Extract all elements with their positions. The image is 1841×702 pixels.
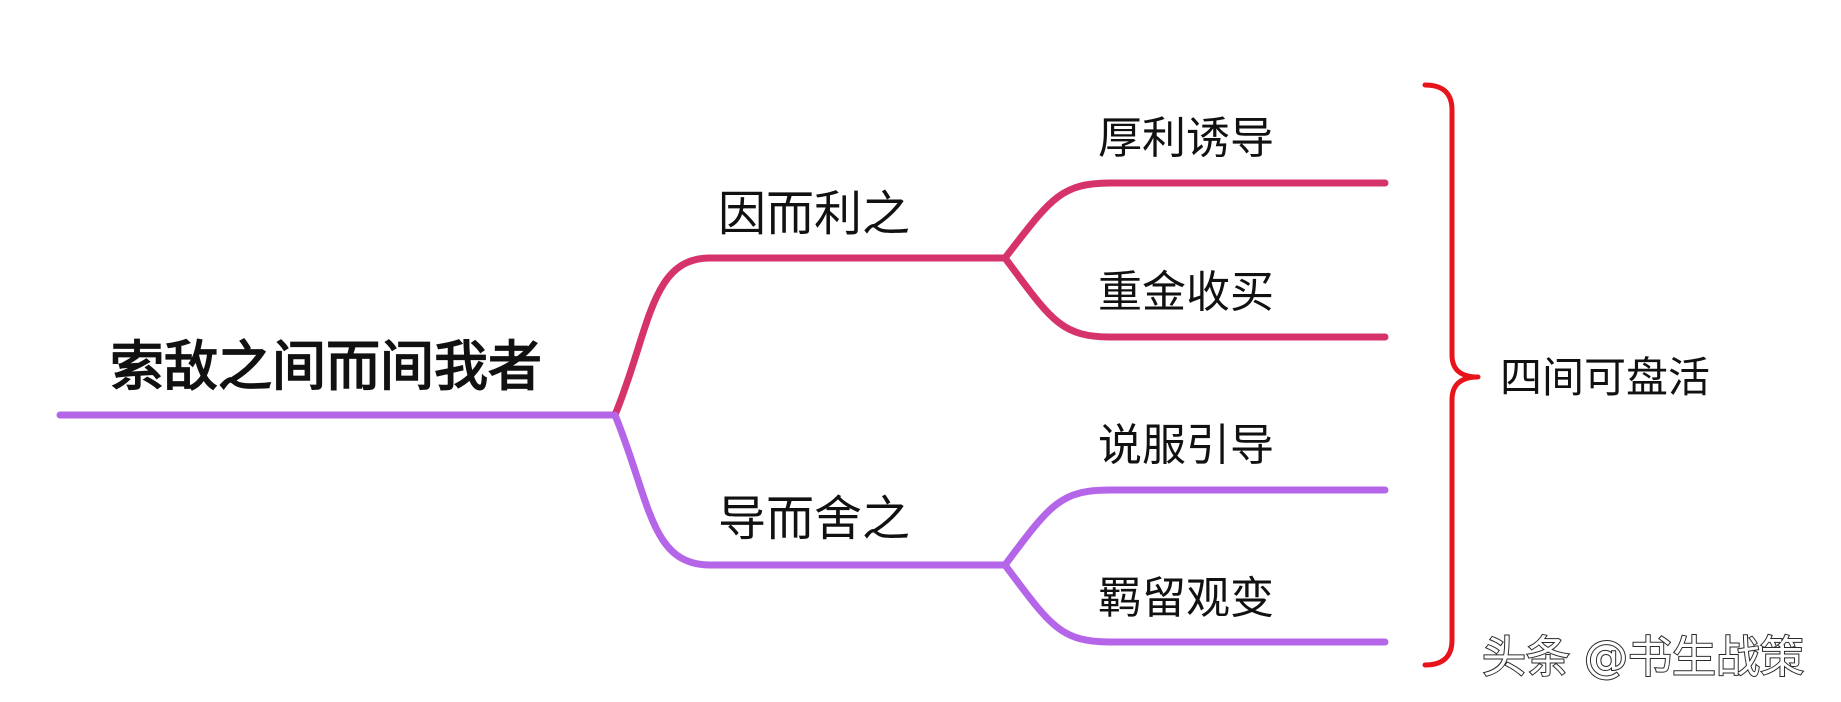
summary-brace xyxy=(1422,82,1481,668)
summary-label: 四间可盘活 xyxy=(1500,353,1710,402)
leaf-1-1-label: 厚利诱导 xyxy=(1098,113,1274,164)
leaf-2-1-connector-line xyxy=(1001,486,1389,569)
branch-2-label: 导而舍之 xyxy=(718,491,910,547)
root-topic-label: 索敌之间而间我者 xyxy=(110,335,542,398)
branch-2-connector-line xyxy=(611,411,1009,569)
leaf-2-2-connector-line xyxy=(1001,561,1389,646)
leaf-1-1-connector-line xyxy=(1001,179,1389,262)
leaf-2-1-label: 说服引导 xyxy=(1098,420,1274,471)
leaf-1-2-label: 重金收买 xyxy=(1098,267,1274,318)
leaf-1-2-connector-line xyxy=(1001,254,1389,341)
branch-1-connector-line xyxy=(611,254,1009,419)
branch-1-label: 因而利之 xyxy=(718,186,910,242)
leaf-2-2-label: 羁留观变 xyxy=(1098,573,1274,624)
watermark-label: 头条 @书生战策 xyxy=(1482,632,1804,683)
